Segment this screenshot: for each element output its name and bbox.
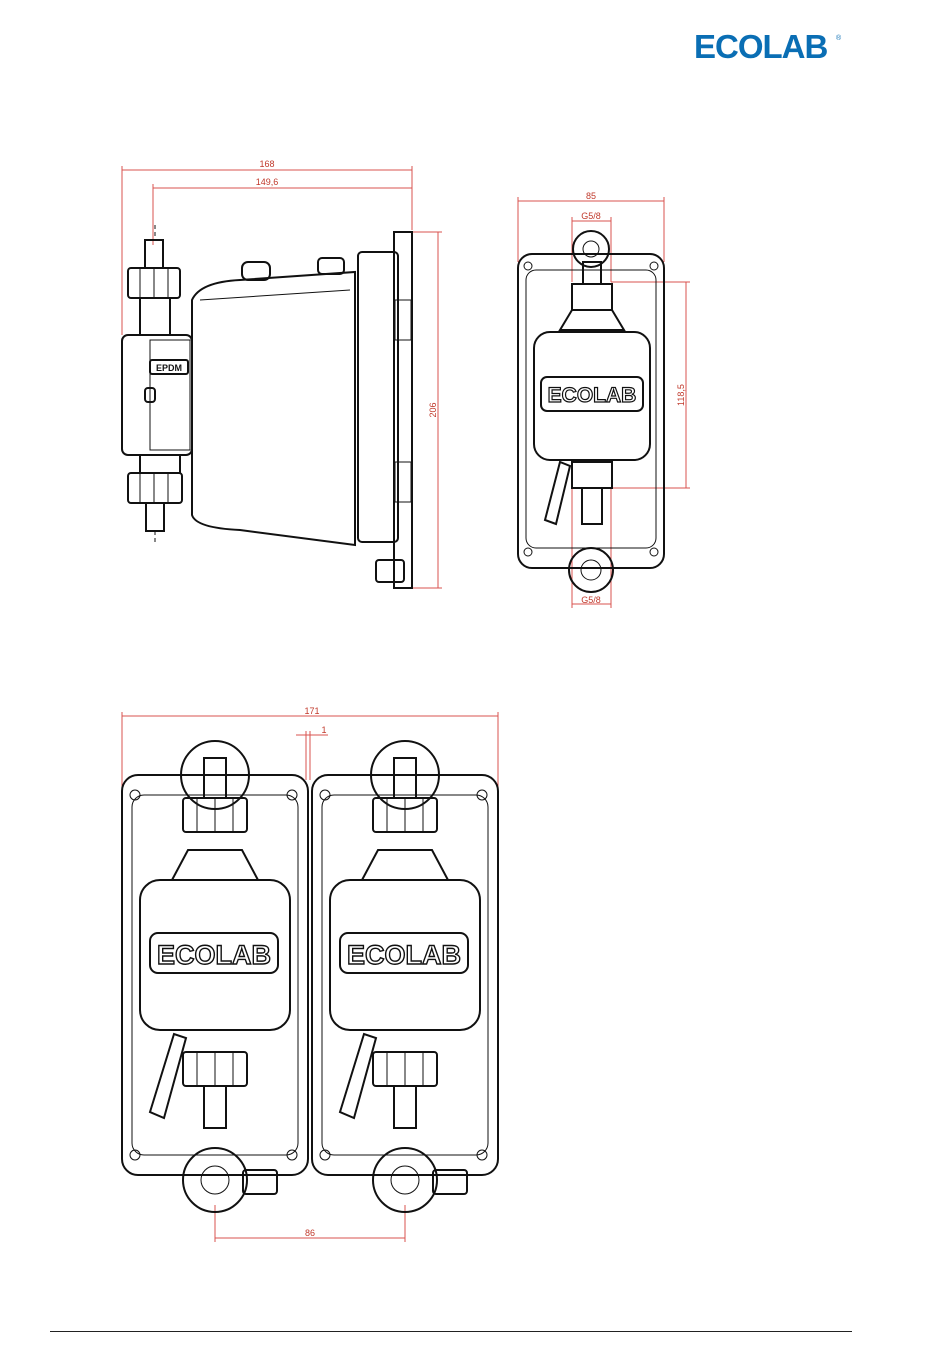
double-view: 171 1 86 ECOLAB xyxy=(122,706,498,1242)
bottom-fitting xyxy=(128,473,182,503)
epdm-label: EPDM xyxy=(156,363,182,373)
dim-inner-length: 149,6 xyxy=(256,177,279,187)
front-view: 85 G5/8 118,5 G5/8 ECOLAB xyxy=(518,191,690,608)
left-logo-text: ECOLAB xyxy=(157,940,271,970)
double-unit-left: ECOLAB xyxy=(122,741,308,1212)
dim-width: 85 xyxy=(586,191,596,201)
dim-port-spacing: 118,5 xyxy=(676,384,686,406)
dim-total-width: 171 xyxy=(304,706,319,716)
pump-head xyxy=(122,335,192,455)
dim-top-thread: G5/8 xyxy=(581,211,601,221)
front-logo-text: ECOLAB xyxy=(548,384,637,407)
right-logo-text: ECOLAB xyxy=(347,940,461,970)
footer-rule xyxy=(50,1331,852,1332)
top-knob-right xyxy=(318,258,344,274)
double-unit-right: ECOLAB xyxy=(312,741,498,1212)
dim-bottom-thread: G5/8 xyxy=(581,595,601,605)
dim-gap: 1 xyxy=(321,725,326,735)
pump-housing xyxy=(192,272,355,545)
wall-plate xyxy=(358,252,398,542)
dim-mount-spacing: 86 xyxy=(305,1228,315,1238)
bottom-mount-hole xyxy=(569,548,613,592)
side-view: 168 149,6 206 EPDM xyxy=(122,159,442,588)
mounting-bracket xyxy=(394,232,412,588)
dim-height: 206 xyxy=(428,402,438,417)
dim-overall-length: 168 xyxy=(259,159,274,169)
